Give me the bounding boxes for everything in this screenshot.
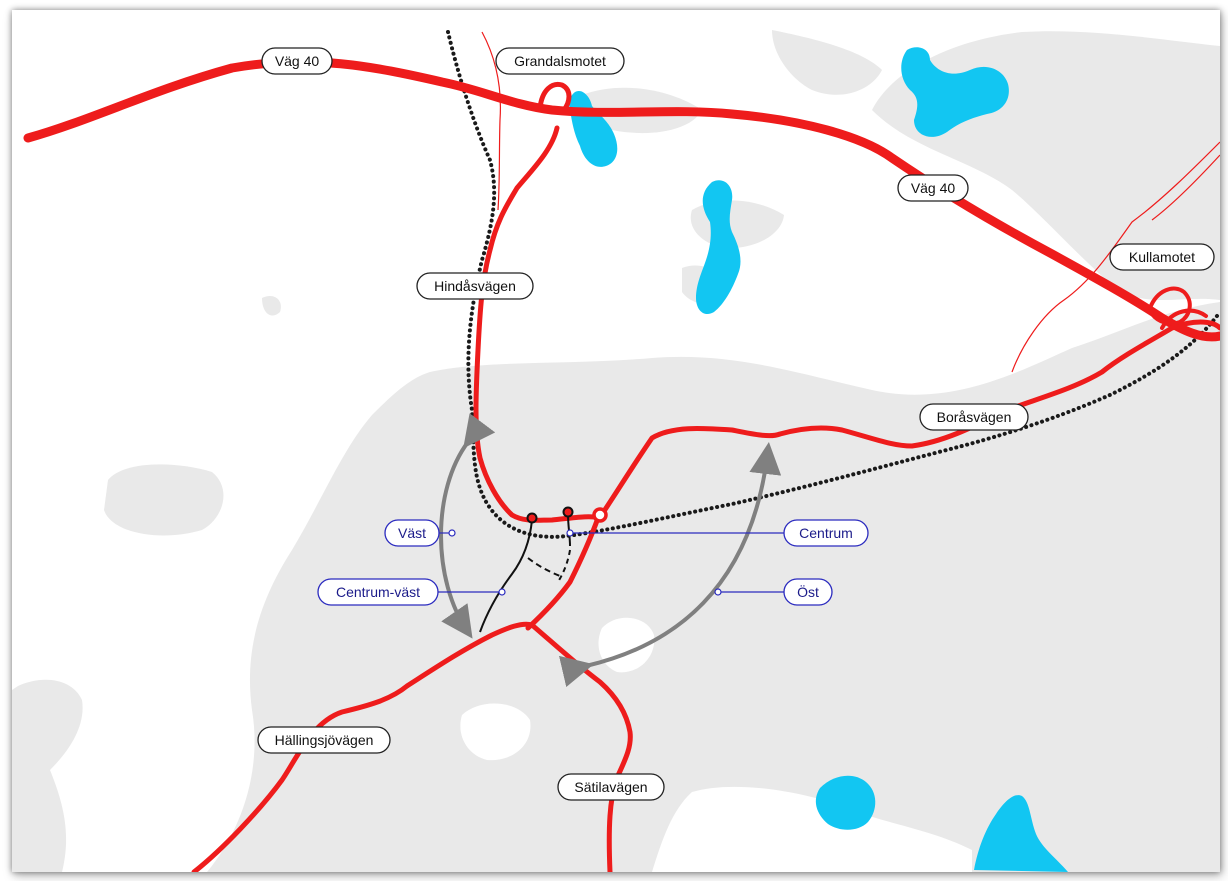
svg-text:Öst: Öst [797, 583, 819, 600]
svg-text:Kullamotet: Kullamotet [1129, 249, 1195, 265]
clearing-3 [652, 786, 972, 872]
arrow-vast [439, 413, 496, 639]
road-borasvagen [595, 319, 1220, 523]
svg-text:Boråsvägen: Boråsvägen [937, 409, 1012, 425]
alternative-leaders [438, 529, 786, 596]
svg-text:Väg 40: Väg 40 [275, 53, 320, 69]
junction-node-west [526, 512, 538, 524]
lake-southeast [974, 795, 1068, 872]
road-labels: Väg 40 Grandalsmotet Väg 40 Kullamotet H… [257, 47, 1215, 801]
minor-roads [481, 31, 1220, 373]
map-frame: Väg 40 Grandalsmotet Väg 40 Kullamotet H… [12, 10, 1220, 872]
lake-south [815, 775, 876, 830]
svg-text:Hällingsjövägen: Hällingsjövägen [275, 732, 374, 748]
leader-dot-ost [714, 588, 722, 596]
arrow-ost [558, 442, 782, 688]
land-area-nw [772, 30, 882, 95]
leader-dot-centrum [566, 529, 574, 537]
svg-text:Väst: Väst [398, 525, 426, 541]
corridor-dashed-1 [527, 557, 561, 577]
svg-text:Väg 40: Väg 40 [911, 180, 956, 196]
map-canvas: Väg 40 Grandalsmotet Väg 40 Kullamotet H… [12, 30, 1220, 872]
label-satilavagen: Sätilavägen [557, 773, 665, 801]
railway-line [446, 30, 1220, 539]
minor-road-ne-1 [1011, 141, 1220, 373]
svg-text:Centrum: Centrum [799, 525, 853, 541]
svg-text:Sätilavägen: Sätilavägen [574, 779, 647, 795]
label-alt-centrum-vast: Centrum-väst [317, 578, 439, 606]
land-area-east-1 [1086, 670, 1220, 750]
lake-ne [901, 47, 1009, 137]
leader-dot-vast [448, 529, 456, 537]
label-grandalsmotet: Grandalsmotet [495, 47, 625, 75]
water-bodies [569, 47, 1068, 872]
road-hindasvagen [473, 125, 603, 523]
minor-road-north [481, 31, 501, 211]
lake-center [696, 180, 741, 315]
minor-road-ne-2 [1151, 154, 1220, 221]
land-area-west-3 [262, 295, 281, 316]
label-hallingsjovagen: Hällingsjövägen [257, 726, 391, 754]
road-kullamotet-loop-2 [1160, 308, 1208, 330]
label-vag40-east: Väg 40 [897, 174, 969, 202]
junction-node-east [562, 506, 574, 518]
road-grandalsmotet-loop [537, 81, 572, 113]
alternative-arrows [439, 413, 782, 688]
svg-text:Grandalsmotet: Grandalsmotet [514, 53, 606, 69]
label-alt-ost: Öst [783, 578, 833, 606]
railway [446, 30, 1220, 539]
label-hindasvagen: Hindåsvägen [416, 272, 534, 300]
land-area-east-2 [988, 459, 1022, 490]
label-alt-centrum: Centrum [783, 519, 869, 547]
label-kullamotet: Kullamotet [1109, 243, 1215, 271]
svg-text:Hindåsvägen: Hindåsvägen [434, 278, 516, 294]
junction-centrum-ring [592, 507, 608, 523]
label-vag40-west: Väg 40 [261, 47, 333, 75]
leader-dot-centrum-vast [498, 588, 506, 596]
label-alt-vast: Väst [384, 519, 440, 547]
alternative-labels: Väst Centrum Centrum-väst Öst [317, 519, 869, 606]
land-area-west-2 [12, 679, 83, 872]
clearing-2 [460, 703, 531, 761]
land-area-west-1 [104, 464, 224, 536]
label-borasvagen: Boråsvägen [919, 403, 1029, 431]
svg-text:Centrum-väst: Centrum-väst [336, 584, 420, 600]
